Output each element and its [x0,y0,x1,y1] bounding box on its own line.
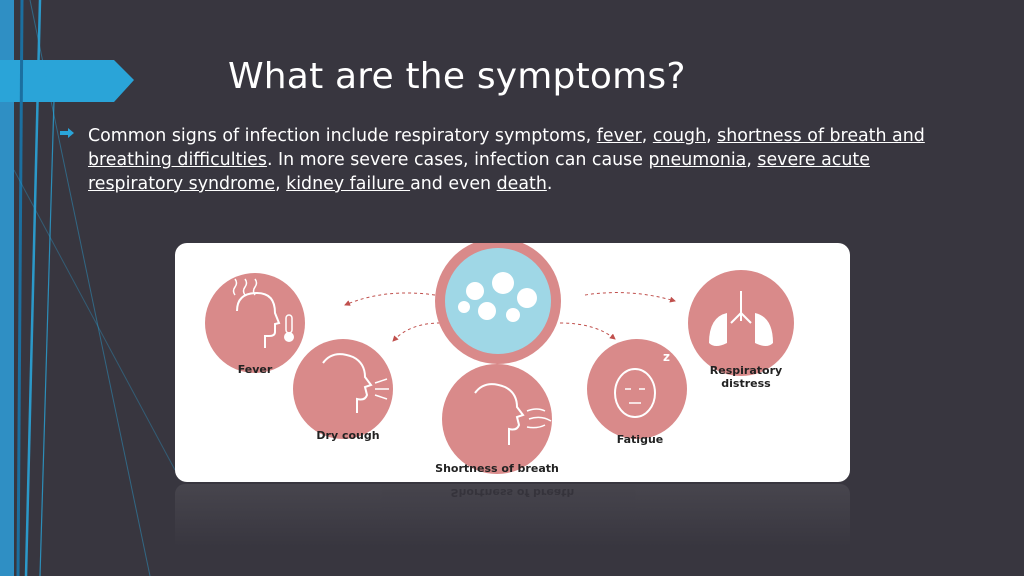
bullet-text: Common signs of infection include respir… [88,126,925,194]
figure-reflection: Shortness of breath [175,484,850,554]
link-fever[interactable]: fever [596,126,642,146]
label-shortness-of-breath: Shortness of breath [435,462,559,475]
fever-icon [205,273,305,373]
infographic-drawing: z z z [205,243,794,474]
label-dry-cough: Dry cough [316,429,380,442]
link-severe-acute-respiratory-syndrome[interactable]: severe acute respiratory syndrome [88,150,870,194]
link-shortness-of-breath[interactable]: shortness of breath and breathing diffic… [88,126,925,170]
label-respiratory-distress: Respiratory distress [709,364,783,390]
label-fever: Fever [237,363,273,376]
virus-icon [435,243,561,364]
svg-text:z: z [677,340,682,349]
lungs-icon [688,270,794,376]
title-accent-arrow [0,60,134,102]
left-accent-bar [0,0,14,576]
arrow-to-fever [344,292,436,306]
arrow-bullet-icon [60,128,74,138]
dry-cough-icon [293,339,393,439]
arrow-to-fatigue [559,322,616,340]
label-fatigue: Fatigue [616,433,664,446]
link-death[interactable]: death [496,174,547,194]
link-cough[interactable]: cough [652,126,707,146]
link-pneumonia[interactable]: pneumonia [648,150,747,170]
shortness-of-breath-icon [442,364,552,474]
fatigue-icon: z z z [587,339,687,439]
svg-text:z: z [663,350,670,364]
slide-title: What are the symptoms? [228,56,686,97]
link-kidney-failure[interactable]: kidney failure [286,174,411,194]
arrow-to-respiratory [584,292,676,303]
arrow-to-dry-cough [392,322,441,342]
svg-text:z: z [671,345,677,356]
symptoms-infographic: z z z Fever Dry cough Shortness of breat… [175,243,850,482]
reflection-text: Shortness of breath [450,486,575,499]
